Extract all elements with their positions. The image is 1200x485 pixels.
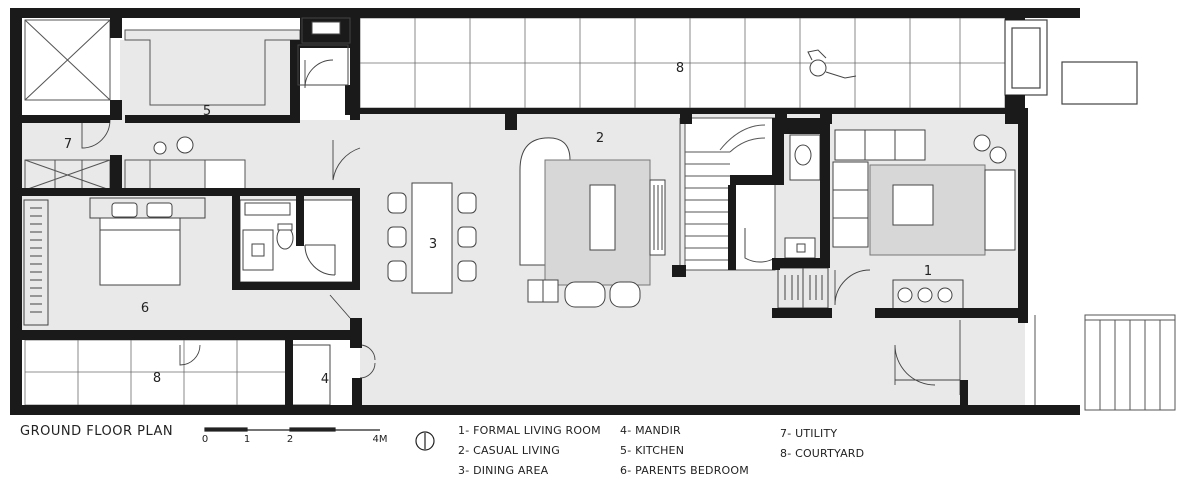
kitchen-counters — [124, 29, 301, 191]
powder-room — [744, 134, 821, 263]
legend: 1- FORMAL LIVING ROOM 2- CASUAL LIVING 3… — [458, 424, 864, 477]
room-label-7: 7 — [64, 137, 72, 152]
entrance-steps — [1034, 314, 1176, 411]
room-label-8-bottom: 8 — [153, 371, 161, 386]
legend-item-4: 4- MANDIR — [620, 424, 681, 437]
room-label-1: 1 — [924, 264, 932, 279]
scale-tick-0: 0 — [202, 434, 208, 445]
legend-item-5: 5- KITCHEN — [620, 444, 684, 457]
mandir-box — [289, 344, 331, 406]
legend-item-2: 2- CASUAL LIVING — [458, 444, 560, 457]
staircase — [679, 117, 776, 271]
scale-tick-4m: 4M — [373, 434, 388, 445]
north-arrow-icon — [415, 431, 435, 451]
legend-item-1: 1- FORMAL LIVING ROOM — [458, 424, 601, 437]
wardrobe — [23, 199, 49, 326]
legend-item-8: 8- COURTYARD — [780, 447, 864, 460]
formal-sofa — [832, 129, 1016, 311]
legend-item-3: 3- DINING AREA — [458, 464, 549, 477]
kitchen-details — [153, 17, 351, 155]
room-label-8-top: 8 — [676, 61, 684, 76]
water-feature — [1004, 19, 1138, 105]
figure-courtyard — [807, 49, 857, 79]
scale-bar — [204, 427, 380, 432]
bed — [89, 197, 206, 286]
scale-tick-1: 1 — [244, 434, 250, 445]
casual-sofa — [519, 137, 666, 308]
legend-item-6: 6- PARENTS BEDROOM — [620, 464, 749, 477]
plan-title: GROUND FLOOR PLAN — [20, 424, 173, 439]
room-label-3: 3 — [429, 237, 437, 252]
room-label-4: 4 — [321, 372, 329, 387]
room-label-6: 6 — [141, 301, 149, 316]
store-box — [24, 19, 111, 101]
legend-item-7: 7- UTILITY — [780, 427, 837, 440]
room-label-2: 2 — [596, 131, 604, 146]
dining-table — [387, 182, 477, 294]
room-labels: 1 2 3 4 5 6 7 8 8 — [64, 61, 932, 387]
scale-tick-2: 2 — [287, 434, 293, 445]
room-label-5: 5 — [203, 104, 211, 119]
